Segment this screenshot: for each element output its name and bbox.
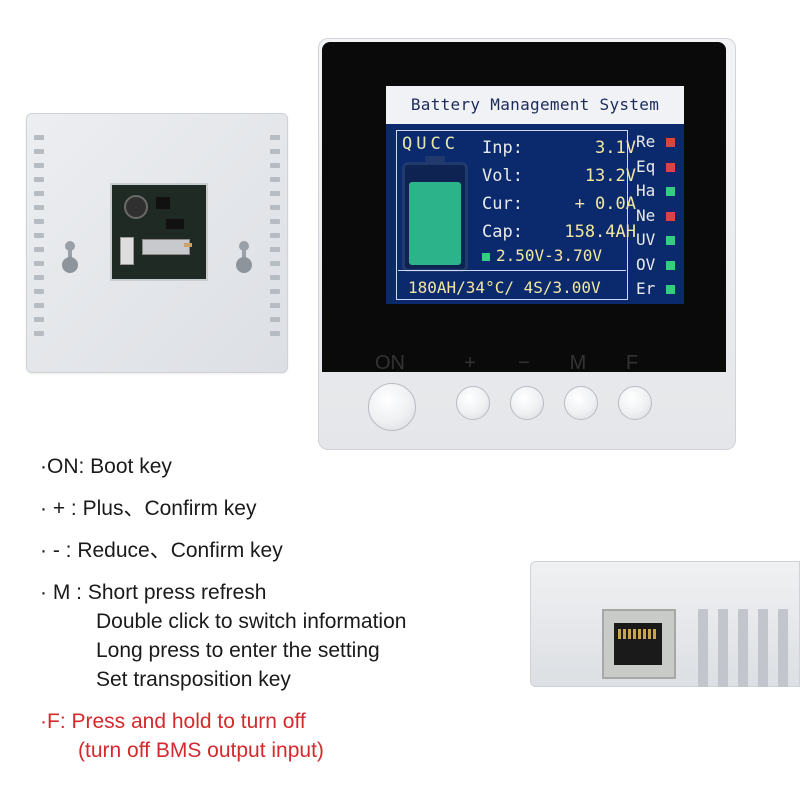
lcd-title: Battery Management System bbox=[386, 86, 684, 124]
reading-label: Inp: bbox=[482, 138, 523, 158]
status-eq: Eq bbox=[636, 155, 680, 180]
minus-button[interactable] bbox=[510, 386, 544, 420]
vent-slots-left bbox=[34, 135, 44, 345]
status-dot-icon bbox=[666, 211, 675, 221]
instruction-m: · M : Short press refresh Double click t… bbox=[40, 578, 510, 694]
status-label: OV bbox=[636, 254, 656, 274]
status-label: Re bbox=[636, 132, 656, 151]
circuit-board bbox=[110, 183, 208, 281]
back-panel-photo bbox=[26, 113, 288, 373]
voltage-range: 2.50V-3.70V bbox=[482, 246, 602, 265]
reading-label: Cap: bbox=[482, 222, 523, 242]
status-dot-icon bbox=[666, 138, 675, 147]
status-indicators: Re Eq Ha Ne UV OV Er bbox=[636, 130, 680, 302]
range-indicator-icon bbox=[482, 252, 490, 261]
status-label: UV bbox=[636, 230, 656, 249]
divider bbox=[398, 270, 626, 271]
status-ne: Ne bbox=[636, 204, 680, 229]
instruction-m-line4: Set transposition key bbox=[96, 668, 291, 691]
reading-input: Inp: 3.1V bbox=[482, 134, 636, 162]
instruction-minus: · - : Reduce、Confirm key bbox=[40, 539, 283, 562]
status-dot-icon bbox=[666, 236, 675, 245]
instruction-m-line2: Double click to switch information bbox=[96, 610, 407, 633]
range-text: 2.50V-3.70V bbox=[496, 246, 602, 265]
reading-voltage: Vol: 13.2V bbox=[482, 162, 636, 190]
status-dot-icon bbox=[666, 285, 675, 294]
m-button[interactable] bbox=[564, 386, 598, 420]
instruction-f-line2: (turn off BMS output input) bbox=[78, 739, 324, 762]
side-view-photo bbox=[530, 561, 800, 687]
battery-icon bbox=[402, 156, 468, 272]
rj45-port-icon bbox=[602, 609, 676, 679]
plus-button-label: + bbox=[464, 352, 476, 374]
reading-value: 13.2V bbox=[584, 166, 636, 186]
key-instructions: ·ON: Boot key · + : Plus、Confirm key · -… bbox=[40, 452, 510, 765]
readings-list: Inp: 3.1V Vol: 13.2V Cur: + 0.0A Cap: 158.4A… bbox=[482, 134, 636, 246]
on-button[interactable] bbox=[368, 383, 416, 431]
reading-label: Cur: bbox=[482, 194, 523, 214]
lcd-footer: 180AH/34°C/ 4S/3.00V bbox=[408, 278, 601, 297]
brand-logo: QUCC bbox=[402, 134, 459, 154]
status-uv: UV bbox=[636, 228, 680, 253]
mount-hole-right bbox=[236, 241, 252, 273]
f-button-label: F bbox=[625, 352, 639, 374]
m-button-label: M bbox=[569, 352, 587, 374]
reading-value: 158.4AH bbox=[564, 222, 636, 242]
reading-label: Vol: bbox=[482, 166, 523, 186]
status-label: Er bbox=[636, 279, 656, 298]
vent-slots-right bbox=[270, 135, 280, 345]
status-dot-icon bbox=[666, 187, 675, 196]
on-button-label: ON bbox=[375, 352, 405, 374]
f-button[interactable] bbox=[618, 386, 652, 420]
plus-button[interactable] bbox=[456, 386, 490, 420]
mount-hole-left bbox=[62, 241, 78, 273]
instruction-on: ·ON: Boot key bbox=[40, 455, 172, 478]
status-ha: Ha bbox=[636, 179, 680, 204]
lcd-panel-frame bbox=[396, 130, 628, 300]
status-re: Re bbox=[636, 130, 680, 155]
reading-value: 3.1V bbox=[595, 138, 636, 158]
status-dot-icon bbox=[666, 260, 675, 270]
reading-value: + 0.0A bbox=[574, 194, 636, 214]
instruction-f-head: ·F: Press and hold to turn off bbox=[40, 710, 306, 733]
minus-button-label: − bbox=[518, 352, 530, 374]
status-label: Ne bbox=[636, 205, 656, 225]
status-label: Ha bbox=[636, 181, 656, 200]
reading-capacity: Cap: 158.4AH bbox=[482, 218, 636, 246]
instruction-plus: · + : Plus、Confirm key bbox=[40, 497, 257, 520]
instruction-m-line3: Long press to enter the setting bbox=[96, 639, 380, 662]
instruction-f: ·F: Press and hold to turn off (turn off… bbox=[40, 707, 510, 765]
status-dot-icon bbox=[666, 162, 675, 172]
instruction-m-head: · M : Short press refresh bbox=[40, 581, 267, 604]
reading-current: Cur: + 0.0A bbox=[482, 190, 636, 218]
status-ov: OV bbox=[636, 253, 680, 278]
lcd-screen: Battery Management System QUCC Inp: 3.1V … bbox=[386, 86, 684, 304]
battery-level-fill bbox=[409, 182, 461, 265]
status-label: Eq bbox=[636, 156, 656, 176]
status-er: Er bbox=[636, 277, 680, 302]
